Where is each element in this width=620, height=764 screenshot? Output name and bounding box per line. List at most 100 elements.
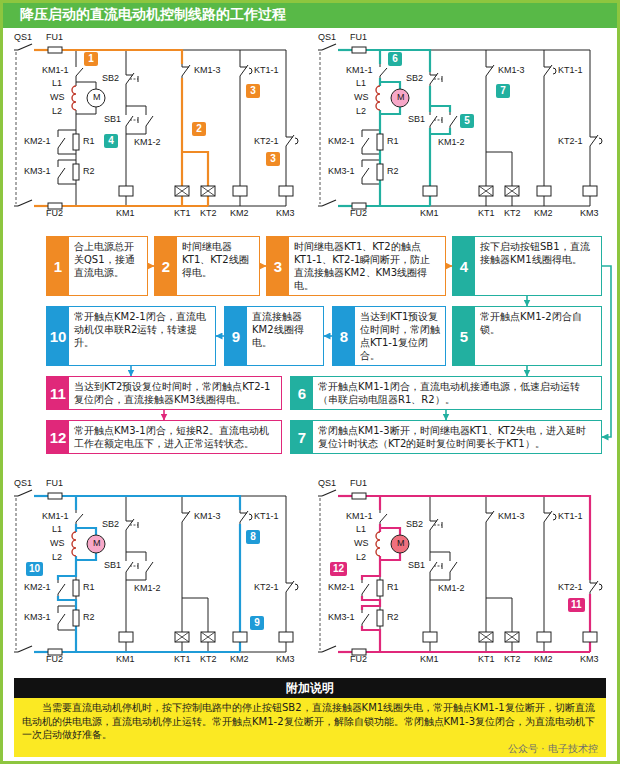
wire	[380, 107, 400, 114]
contact-symbol	[146, 126, 147, 128]
button-symbol	[434, 566, 442, 567]
component-label: KM3	[276, 208, 295, 219]
wire	[182, 152, 208, 186]
step-number: 5	[453, 307, 475, 365]
coil-symbol	[505, 632, 519, 642]
wire	[240, 50, 241, 64]
callout-number: 4	[104, 134, 118, 148]
coil-symbol	[201, 186, 215, 196]
active-wire	[182, 152, 208, 186]
component-label: R2	[387, 166, 399, 177]
wire	[486, 196, 487, 206]
active-wire	[34, 651, 48, 653]
wire	[286, 594, 287, 632]
wire	[126, 496, 127, 518]
active-wire	[362, 596, 380, 610]
title-bar	[0, 0, 620, 28]
component-label: KT2	[200, 208, 217, 219]
wire	[486, 642, 487, 652]
contact-symbol	[126, 558, 127, 561]
resistor-symbol	[73, 580, 79, 596]
button-symbol	[130, 566, 138, 567]
contact-symbol	[590, 146, 591, 148]
component-label: SB1	[408, 114, 425, 125]
wire	[590, 148, 591, 186]
step-box: 2时间继电器KT1、KT2线圈得电。	[154, 236, 260, 296]
contact-symbol	[486, 76, 487, 78]
component-label: KM2-1	[24, 136, 51, 147]
active-wire	[366, 205, 430, 207]
coil-symbol	[505, 186, 519, 196]
step-text: 时间继电器KT1、KT2的触点KT1-1、KT2-1瞬间断开，防止直流接触器KM…	[289, 237, 445, 295]
callout-number: 2	[192, 122, 206, 136]
active-wire	[62, 651, 240, 653]
component-label: KM3	[276, 654, 295, 665]
component-label: KM1	[116, 654, 135, 665]
button-symbol	[434, 525, 442, 526]
step-text: 常开触点KM1-1闭合，直流电动机接通电源，低速启动运转（串联启动电阻器R1、R…	[313, 377, 601, 409]
switch-blade	[18, 200, 32, 206]
contact-symbol	[58, 178, 59, 180]
active-wire	[380, 82, 400, 89]
component-label: FU1	[350, 478, 367, 489]
component-label: KT2	[504, 654, 521, 665]
active-wire	[589, 642, 591, 652]
contact-symbol	[430, 126, 431, 128]
coil-symbol	[537, 186, 551, 196]
step-number: 8	[333, 307, 355, 365]
flow-arrow	[526, 296, 528, 306]
component-label: R1	[83, 136, 95, 147]
button-symbol	[138, 117, 139, 123]
wire	[430, 532, 431, 558]
component-label: KT1	[478, 654, 495, 665]
active-wire	[181, 196, 183, 206]
active-wire	[75, 626, 77, 652]
component-label: QS1	[318, 32, 336, 43]
coil-symbol	[479, 186, 493, 196]
step-number: 6	[291, 377, 313, 409]
contact-symbol	[182, 522, 183, 524]
contact-symbol	[146, 116, 153, 126]
active-wire	[429, 128, 431, 186]
wire	[208, 196, 209, 206]
coil-symbol	[505, 632, 519, 642]
wire	[512, 196, 513, 206]
wire	[126, 196, 127, 206]
wire	[430, 574, 450, 580]
circuit-diagram	[318, 44, 602, 209]
wire	[240, 524, 241, 632]
field-winding	[72, 532, 76, 556]
contact-symbol	[362, 614, 369, 624]
wire	[380, 150, 381, 164]
contact-symbol	[76, 68, 83, 76]
callout-number: 5	[460, 114, 474, 128]
resistor-symbol	[377, 580, 383, 596]
wire	[430, 86, 431, 112]
coil-symbol	[233, 632, 247, 642]
contact-symbol	[380, 68, 387, 76]
component-label: KM1-2	[134, 137, 161, 148]
component-label: SB2	[406, 73, 423, 84]
contact-symbol	[380, 64, 381, 67]
component-label: M	[397, 92, 405, 103]
active-wire	[366, 50, 430, 72]
wire	[58, 130, 76, 134]
contact-symbol	[58, 624, 59, 626]
coil-symbol	[119, 632, 133, 642]
field-winding	[376, 86, 380, 110]
motor-symbol	[391, 89, 409, 107]
contact-symbol	[544, 76, 545, 78]
step-box: 6常开触点KM1-1闭合，直流电动机接通电源，低速启动运转（串联启动电阻器R1、…	[290, 376, 602, 410]
coil-symbol	[583, 186, 597, 196]
contact-symbol	[450, 112, 451, 115]
step-box: 5常开触点KM1-2闭合自锁。	[452, 306, 602, 366]
wire	[126, 532, 127, 558]
component-label: KM2	[534, 208, 553, 219]
contact-symbol	[430, 84, 431, 86]
contact-symbol	[58, 164, 59, 167]
step-number: 3	[267, 237, 289, 295]
active-wire	[239, 642, 241, 652]
component-label: KT1	[478, 208, 495, 219]
